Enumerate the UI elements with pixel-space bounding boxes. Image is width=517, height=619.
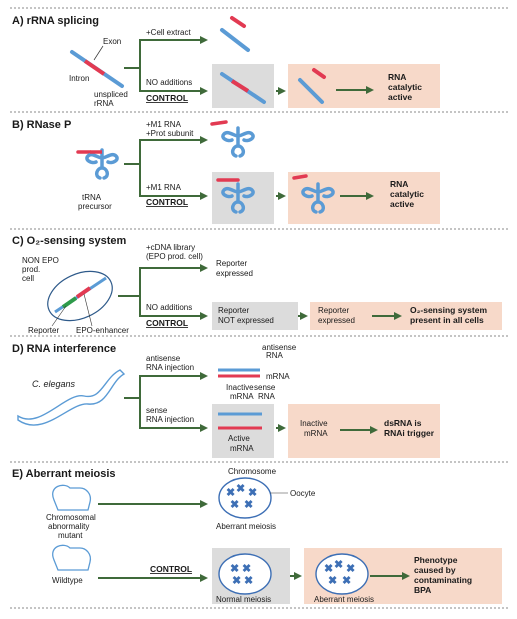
wildtype-label: Wildtype (52, 576, 83, 585)
result-a-2: catalytic (388, 82, 422, 92)
result-e-4: BPA (414, 585, 431, 595)
enhancer-label: EPO-enhancer (76, 326, 129, 335)
result-c-2: present in all cells (410, 315, 484, 325)
cdna-label-1: +cDNA library (146, 243, 195, 252)
active-mrna-2: mRNA (230, 444, 254, 453)
expressed-1: Reporter (216, 259, 247, 268)
section-c: C) O₂-sensing system NON EPO prod. cell … (12, 235, 502, 335)
grey-box-c (212, 302, 298, 330)
mutant-2: abnormality (48, 522, 89, 531)
inactive-mrna-1: Inactive (226, 383, 254, 392)
mouse-wildtype-icon (52, 544, 92, 571)
section-a-title: A) rRNA splicing (12, 15, 99, 27)
result-b-3: active (390, 199, 414, 209)
sense-inj-2: RNA injection (146, 415, 194, 424)
active-mrna-1: Active (228, 434, 250, 443)
section-d-title: D) RNA interference (12, 343, 116, 355)
arrow-sense (139, 398, 208, 432)
section-d: D) RNA interference C. elegans antisense… (12, 343, 440, 458)
unspliced-label-1: unspliced (94, 90, 128, 99)
result-a-3: active (388, 92, 412, 102)
result-e-2: caused by (414, 565, 456, 575)
not-expressed-2: NOT expressed (218, 316, 274, 325)
mouse-mutant-icon (52, 484, 92, 511)
precursor-label-2: precursor (78, 202, 112, 211)
pink-box-b (288, 172, 440, 224)
no-additions-label: NO additions (146, 78, 192, 87)
sense-rna-2: RNA (258, 392, 276, 401)
organism-label: C. elegans (32, 379, 76, 389)
result-b-2: catalytic (390, 189, 424, 199)
arrow-no-additions (139, 68, 208, 95)
precursor-label-1: tRNA (82, 193, 102, 202)
antisense-rna-2: RNA (266, 351, 284, 360)
cdna-label-2: (EPO prod. cell) (146, 252, 203, 261)
section-e: E) Aberrant meiosis Chromosomal abnormal… (12, 467, 502, 604)
arrow-cdna (118, 264, 208, 297)
antisense-inj-2: RNA injection (146, 363, 194, 372)
chromosome-label: Chromosome (228, 467, 277, 476)
antisense-rna-1: antisense (262, 343, 297, 352)
result-a-1: RNA (388, 72, 406, 82)
control-label-c: CONTROL (146, 318, 188, 328)
plus-bottom: +M1 RNA (146, 183, 182, 192)
section-a: A) rRNA splicing Exon Intron unspliced r… (12, 15, 440, 108)
expressed-2: expressed (216, 269, 253, 278)
arrow-cell-extract (124, 36, 208, 69)
arrow-c-no-additions (139, 296, 208, 320)
trna-precursor-icon (85, 148, 119, 180)
c-no-additions-label: NO additions (146, 303, 192, 312)
result-d-2: RNAi trigger (384, 428, 435, 438)
result-b-1: RNA (390, 179, 408, 189)
section-b-title: B) RNase P (12, 119, 71, 131)
result-e-1: Phenotype (414, 555, 458, 565)
mutant-1: Chromosomal (46, 513, 96, 522)
worm-icon (17, 369, 126, 426)
result-d-1: dsRNA is (384, 418, 422, 428)
aberrant-1: Aberrant meiosis (216, 522, 276, 531)
arrow-m1 (139, 164, 208, 200)
cell-label-1: NON EPO (22, 256, 59, 265)
antisense-inj-1: antisense (146, 354, 181, 363)
sense-inj-1: sense (146, 406, 168, 415)
result-c-1: O₂-sensing system (410, 305, 487, 315)
unspliced-rrna-intron (83, 59, 106, 76)
control-label-b: CONTROL (146, 197, 188, 207)
control-label-e: CONTROL (150, 564, 192, 574)
mutant-3: mutant (58, 531, 83, 540)
normal-label: Normal meiosis (216, 595, 271, 604)
section-b: B) RNase P tRNA precursor +M1 RNA +Prot … (12, 119, 440, 224)
section-e-title: E) Aberrant meiosis (12, 468, 116, 480)
plus-top-2: +Prot subunit (146, 129, 194, 138)
inactive2-2: mRNA (304, 429, 328, 438)
section-c-title: C) O₂-sensing system (12, 235, 127, 247)
not-expressed-1: Reporter (218, 306, 249, 315)
result-e-3: contaminating (414, 575, 472, 585)
exon-label: Exon (103, 37, 121, 46)
sense-rna-1: sense (254, 383, 276, 392)
expressed2-1: Reporter (318, 306, 349, 315)
intron-label: Intron (69, 74, 89, 83)
arrow-antisense (124, 372, 208, 399)
pink-box-c (310, 302, 502, 330)
section-dividers (10, 7, 510, 609)
reporter-label: Reporter (28, 326, 59, 335)
inactive2-1: Inactive (300, 419, 328, 428)
cell-label-2: prod. (22, 265, 40, 274)
inactive-mrna-2: mRNA (230, 392, 254, 401)
mrna-label: mRNA (266, 372, 290, 381)
unspliced-label-2: rRNA (94, 99, 114, 108)
expressed2-2: expressed (318, 316, 355, 325)
cell-extract-label: +Cell extract (146, 28, 191, 37)
cell-label-3: cell (22, 274, 34, 283)
oocyte-label: Oocyte (290, 489, 316, 498)
arrow-m1-prot (124, 136, 208, 165)
aberrant-2: Aberrant meiosis (314, 595, 374, 604)
control-label-a: CONTROL (146, 93, 188, 103)
plus-top-1: +M1 RNA (146, 120, 182, 129)
